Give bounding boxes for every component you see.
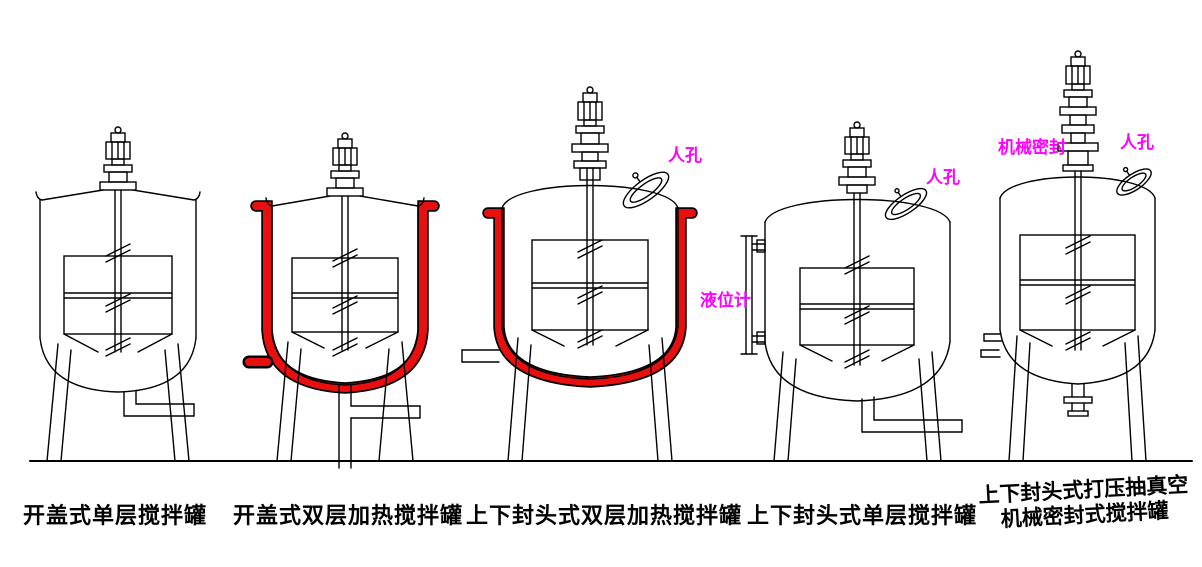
tank-4-drawing — [740, 121, 963, 462]
level-gauge-label: 液位计 — [700, 291, 751, 310]
level-gauge-icon — [740, 235, 766, 355]
motor-icon — [1059, 50, 1097, 116]
tank-5-drawing — [980, 50, 1156, 462]
manhole-label-tank-3: 人孔 — [668, 146, 702, 165]
tank-2-caption: 开盖式双层加热搅拌罐 — [232, 503, 463, 528]
manhole-icon — [622, 171, 670, 209]
manhole-icon — [884, 187, 928, 221]
tank-1-drawing — [35, 126, 201, 462]
manhole-icon — [1116, 166, 1152, 196]
motor-icon — [326, 132, 364, 197]
manhole-label-tank-4: 人孔 — [926, 168, 960, 187]
manhole-label-tank-5: 人孔 — [1120, 133, 1154, 152]
tank-2-drawing — [242, 132, 440, 469]
tank-4-caption: 上下封头式单层搅拌罐 — [746, 503, 977, 528]
bottom-valve-icon — [1063, 383, 1093, 417]
motor-icon — [838, 121, 876, 194]
mechanical-seal-icon — [1057, 114, 1099, 172]
tank-1-caption: 开盖式单层搅拌罐 — [22, 503, 207, 528]
mechanical-seal-label: 机械密封 — [998, 138, 1066, 157]
heating-jacket — [484, 209, 696, 387]
tank-3-caption: 上下封头式双层加热搅拌罐 — [466, 503, 743, 528]
motor-icon — [571, 86, 609, 181]
motor-icon — [99, 126, 137, 191]
tank-3-drawing — [461, 86, 698, 462]
heating-jacket — [252, 202, 438, 393]
